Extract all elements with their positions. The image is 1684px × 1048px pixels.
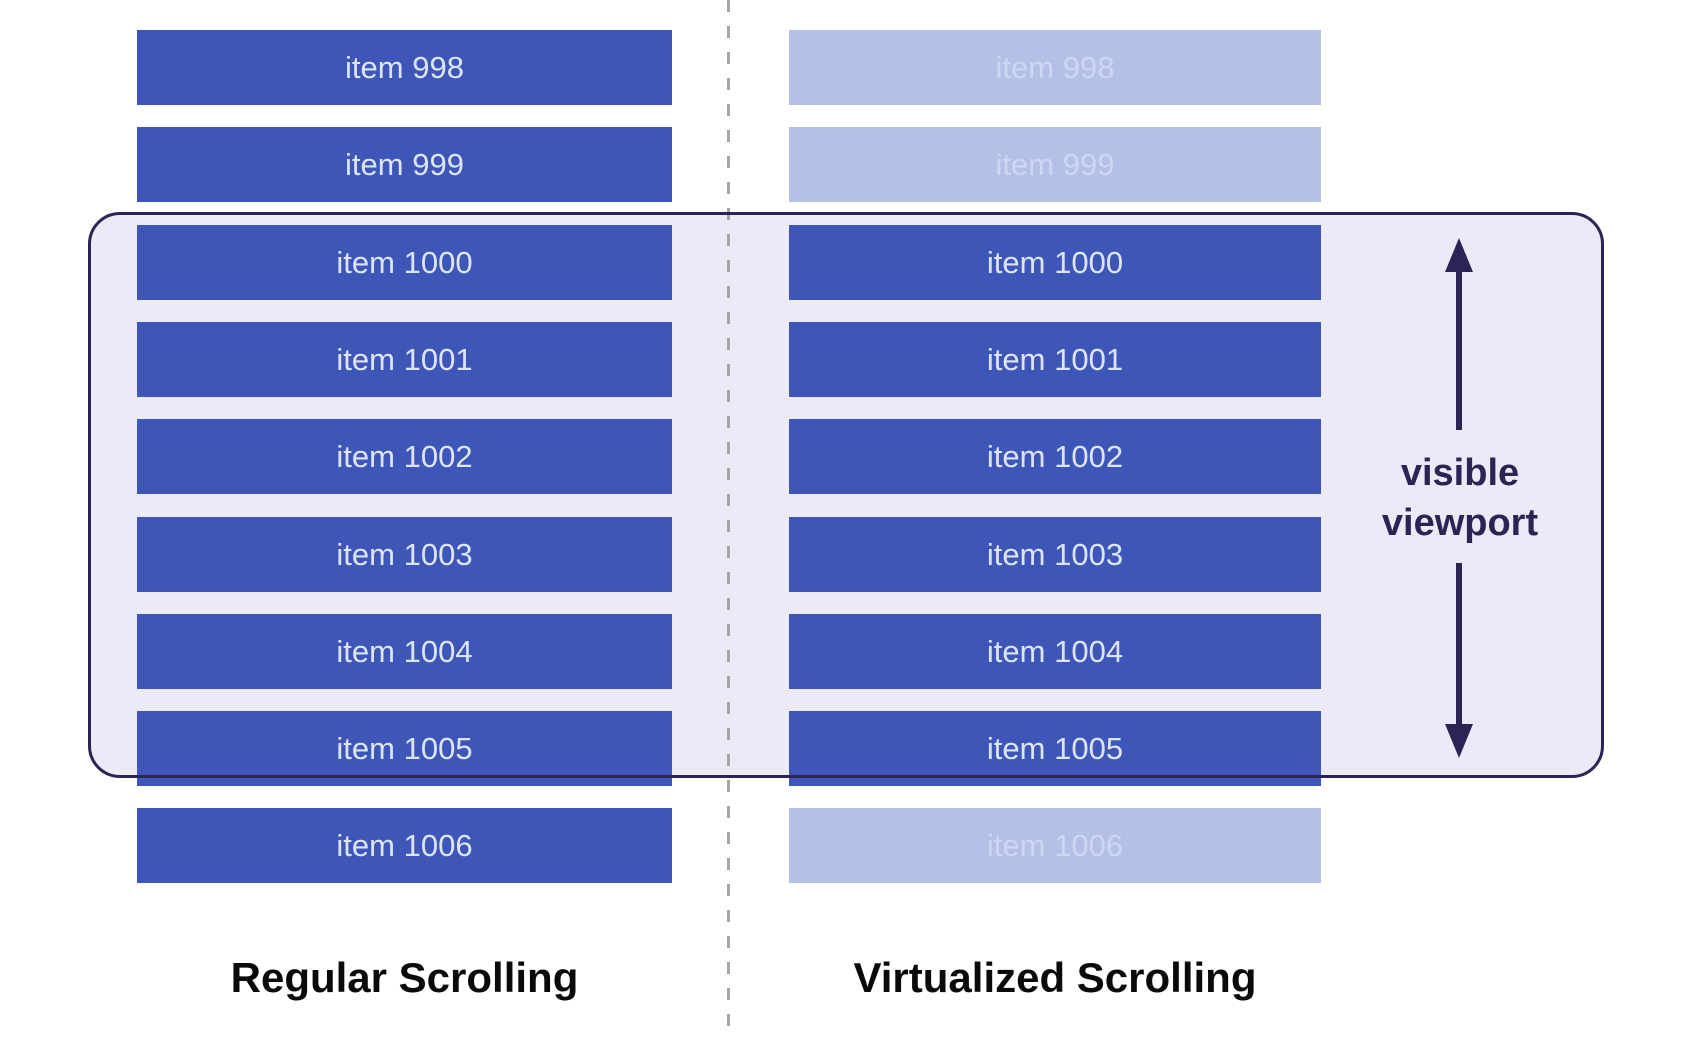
virtualized-item-1000: item 1000 <box>789 225 1321 300</box>
regular-item-998: item 998 <box>137 30 672 105</box>
regular-item-1005: item 1005 <box>137 711 672 786</box>
column-divider-dashed-line <box>727 0 730 1026</box>
regular-item-1002: item 1002 <box>137 419 672 494</box>
virtualized-item-1004: item 1004 <box>789 614 1321 689</box>
viewport-extent-arrow-icon <box>1445 238 1473 758</box>
regular-item-1000: item 1000 <box>137 225 672 300</box>
virtualized-item-998: item 998 <box>789 30 1321 105</box>
regular-item-999: item 999 <box>137 127 672 202</box>
virtualized-scrolling-caption: Virtualized Scrolling <box>853 954 1257 1001</box>
regular-item-1006: item 1006 <box>137 808 672 883</box>
regular-item-1004: item 1004 <box>137 614 672 689</box>
virtualized-item-1005: item 1005 <box>789 711 1321 786</box>
virtualized-item-999: item 999 <box>789 127 1321 202</box>
regular-item-1003: item 1003 <box>137 517 672 592</box>
virtualized-item-1003: item 1003 <box>789 517 1321 592</box>
viewport-label: visible viewport <box>1335 448 1585 548</box>
virtualized-item-1001: item 1001 <box>789 322 1321 397</box>
viewport-label-line2: viewport <box>1381 502 1539 545</box>
regular-scrolling-caption: Regular Scrolling <box>230 954 579 1001</box>
regular-item-1001: item 1001 <box>137 322 672 397</box>
virtualized-item-1006: item 1006 <box>789 808 1321 883</box>
virtualized-item-1002: item 1002 <box>789 419 1321 494</box>
viewport-label-line1: visible <box>1400 452 1520 494</box>
